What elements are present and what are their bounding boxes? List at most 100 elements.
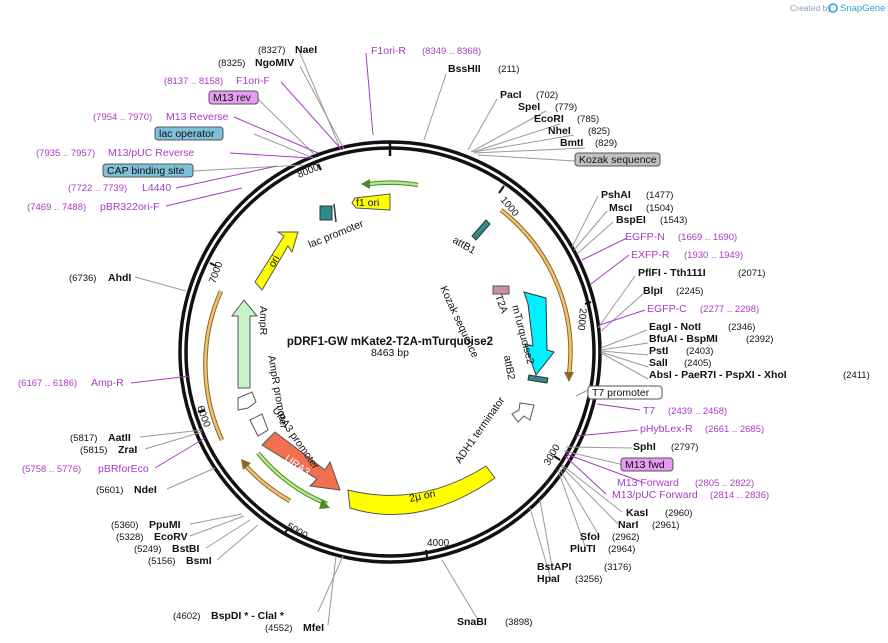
svg-text:(5156): (5156) (148, 556, 175, 567)
svg-text:MfeI: MfeI (303, 622, 324, 634)
site-paci[interactable]: PacI(702) (500, 89, 558, 101)
svg-text:(2411): (2411) (843, 370, 870, 381)
svg-text:T7 promoter: T7 promoter (592, 387, 650, 399)
site-nari[interactable]: NarI(2961) (618, 519, 679, 531)
box-cap-binding-site[interactable]: CAP binding site (102, 163, 194, 178)
tick-2000: 2000 (575, 301, 592, 332)
site-blpi[interactable]: BlpI (2245) (643, 285, 703, 297)
svg-text:(3256): (3256) (575, 574, 602, 585)
primer-m13-forward[interactable]: M13 Forward(2805 .. 2822) (617, 477, 754, 489)
svg-text:BspDI * - ClaI *: BspDI * - ClaI * (211, 610, 285, 622)
site-bmti[interactable]: BmtI(829) (560, 137, 617, 149)
box-m13-rev[interactable]: M13 rev (208, 90, 259, 105)
site-msci[interactable]: MscI(1504) (609, 202, 673, 214)
site-bstbi[interactable]: (5249)BstBI (134, 543, 200, 555)
primer-egfp-c[interactable]: EGFP-C(2277 .. 2298) (647, 303, 759, 315)
primer-egfp-n[interactable]: EGFP-N(1669 .. 1690) (625, 231, 737, 243)
box-kozak-sequence[interactable]: Kozak sequence (574, 152, 661, 167)
svg-text:BstBI: BstBI (172, 543, 200, 555)
site-hpai[interactable]: HpaI(3256) (537, 573, 602, 585)
svg-text:2μ ori: 2μ ori (408, 488, 436, 505)
site-sfoi[interactable]: SfoI(2962) (580, 531, 639, 543)
primer-t7[interactable]: T7(2439 .. 2458) (643, 405, 727, 417)
svg-text:Kozak sequence: Kozak sequence (579, 154, 657, 166)
primer-phyblex-r[interactable]: pHybLex-R(2661 .. 2685) (640, 423, 764, 435)
feature-ori: ori (254, 231, 299, 291)
feature-t2a: T2A (492, 285, 510, 315)
box-t7-promoter[interactable]: T7 promoter (587, 385, 663, 400)
site-pluti[interactable]: PluTI(2964) (570, 543, 635, 555)
svg-text:SalI: SalI (649, 357, 668, 369)
svg-text:(8325): (8325) (218, 58, 245, 69)
primer-m13puc-reverse[interactable]: (7935 .. 7957)M13/pUC Reverse (36, 147, 195, 159)
site-mfei[interactable]: (4552) MfeI (265, 622, 324, 634)
svg-text:(2071): (2071) (738, 268, 765, 279)
site-spei[interactable]: SpeI(779) (518, 101, 577, 113)
site-sali[interactable]: SalI (2405) (649, 357, 711, 369)
svg-text:F1ori-R: F1ori-R (371, 45, 406, 57)
box-m13-fwd[interactable]: M13 fwd (620, 457, 674, 472)
site-psti[interactable]: PstI(2403) (649, 345, 713, 357)
site-naei[interactable]: (8327)NaeI (258, 44, 317, 56)
primer-exfp-r[interactable]: EXFP-R(1930 .. 1949) (631, 249, 743, 261)
svg-text:(2960): (2960) (665, 508, 692, 519)
site-zrai[interactable]: (5815)ZraI (80, 444, 137, 456)
primer-pbr322ori-f[interactable]: (7469 .. 7488)pBR322ori-F (27, 201, 160, 213)
svg-text:M13 fwd: M13 fwd (625, 459, 665, 471)
svg-text:(2964): (2964) (608, 544, 635, 555)
credit-brand: SnapGene (840, 3, 885, 14)
ura3-promoter-arrow (249, 413, 269, 437)
svg-text:(4552): (4552) (265, 623, 292, 634)
primer-amp-r[interactable]: (6167 .. 6186)Amp-R (18, 377, 124, 389)
box-lac-operator[interactable]: lac operator (154, 126, 224, 141)
primer-f1ori-f[interactable]: (8137 .. 8158)F1ori-F (164, 75, 270, 87)
site-kasi[interactable]: KasI(2960) (626, 507, 692, 519)
svg-text:(5601): (5601) (96, 485, 123, 496)
svg-text:M13/pUC Forward: M13/pUC Forward (612, 489, 698, 501)
site-ecori[interactable]: EcoRI(785) (534, 113, 599, 125)
site-bspdi-clai[interactable]: (4602)BspDI * - ClaI * (173, 610, 285, 622)
site-bfuai-bspmi[interactable]: BfuAI - BspMI(2392) (649, 333, 773, 345)
site-pflfi-tth111i[interactable]: PflFI - Tth111I(2071) (638, 267, 765, 279)
svg-text:T2A: T2A (492, 293, 510, 315)
primer-f1ori-r[interactable]: F1ori-R (8349 .. 8368) (371, 45, 481, 57)
site-eagi-noti[interactable]: EagI - NotI(2346) (649, 321, 755, 333)
site-ahdi[interactable]: (6736)AhdI (69, 272, 131, 284)
primer-m13-reverse[interactable]: (7954 .. 7970)M13 Reverse (93, 111, 229, 123)
feature-kozak-label: Kozak sequence (437, 284, 481, 360)
svg-text:(2405): (2405) (684, 358, 711, 369)
site-ndei[interactable]: (5601)NdeI (96, 484, 157, 496)
svg-text:2000: 2000 (575, 308, 588, 332)
site-bsshii[interactable]: BssHII(211) (448, 63, 519, 75)
svg-text:(1930 .. 1949): (1930 .. 1949) (684, 250, 743, 261)
site-xhoi-group[interactable]: AbsI - PaeR7I - PspXI - XhoI (2411) (649, 369, 870, 381)
site-snabi[interactable]: SnaBI(3898) (457, 616, 532, 628)
feature-attb2: attB2 (501, 354, 549, 384)
svg-text:BlpI: BlpI (643, 285, 663, 297)
feature-attb1: attB1 (451, 219, 491, 257)
site-sphi[interactable]: SphI(2797) (633, 441, 698, 453)
feature-f1-ori: f1 ori (351, 193, 391, 211)
svg-text:(2961): (2961) (652, 520, 679, 531)
site-pshai[interactable]: PshAI(1477) (601, 189, 673, 201)
svg-text:AbsI - PaeR7I - PspXI - Xho: AbsI - PaeR7I - PspXI - XhoI (649, 369, 787, 381)
feature-ampr-promoter-label: AmpR promoter (265, 354, 290, 430)
site-bsmi[interactable]: (5156)BsmI (148, 555, 212, 567)
site-aatii[interactable]: (5817)AatII (70, 432, 131, 444)
svg-text:(7954 .. 7970): (7954 .. 7970) (93, 112, 152, 123)
site-ngomiv[interactable]: (8325)NgoMIV (218, 57, 294, 69)
site-nhei[interactable]: NheI(825) (548, 125, 610, 137)
svg-text:ori: ori (266, 253, 282, 269)
site-ppumi[interactable]: (5360)PpuMI (111, 519, 181, 531)
svg-text:MscI: MscI (609, 202, 632, 214)
primer-m13puc-forward[interactable]: M13/pUC Forward(2814 .. 2836) (612, 489, 769, 501)
site-bspei[interactable]: BspEI(1543) (616, 214, 687, 226)
svg-text:(702): (702) (536, 90, 558, 101)
site-ecorv[interactable]: (5328)EcoRV (116, 531, 188, 543)
primer-pbrforeco[interactable]: (5758 .. 5776)pBRforEco (22, 463, 149, 475)
svg-text:(8349 .. 8368): (8349 .. 8368) (422, 46, 481, 57)
site-bstapi[interactable]: BstAPI(3176) (537, 561, 631, 573)
svg-text:(2245): (2245) (676, 286, 703, 297)
primer-l4440[interactable]: (7722 .. 7739)L4440 (68, 182, 171, 194)
feature-adh1-label: ADH1 terminator (453, 394, 508, 465)
